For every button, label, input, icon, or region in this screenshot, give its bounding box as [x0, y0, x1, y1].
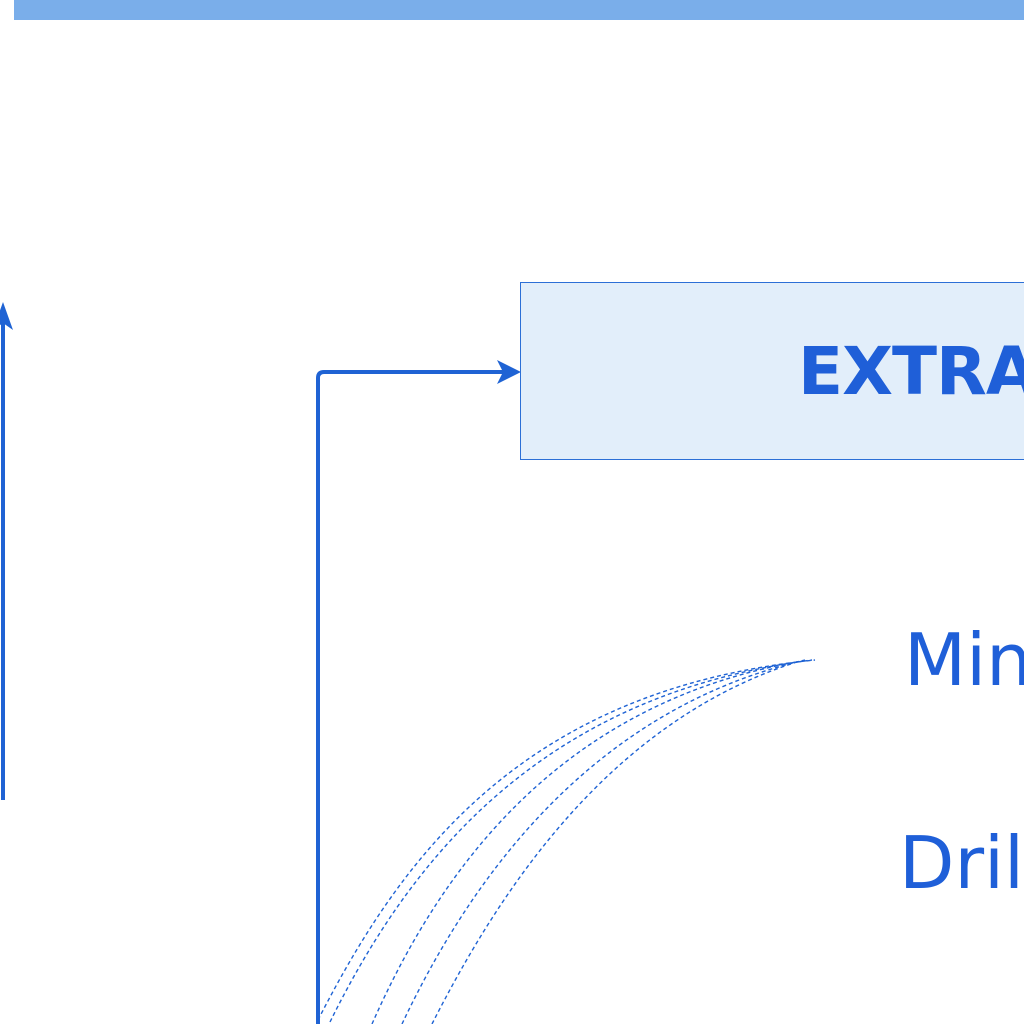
sub-label-min: Min [904, 618, 1024, 702]
sub-label-dril: Dril [899, 821, 1024, 905]
left-arrow-head [0, 302, 13, 330]
dashed-curve-3 [371, 659, 809, 1024]
extract-box-label: EXTRA [798, 333, 1024, 410]
dashed-curve-4 [401, 659, 806, 1024]
elbow-connector-arrowhead [497, 360, 521, 384]
elbow-connector-to-box [316, 370, 512, 1024]
extract-process-box [520, 282, 1024, 460]
dashed-curve-1 [317, 659, 816, 1021]
dashed-curve-2 [329, 659, 813, 1023]
dashed-curve-5 [431, 660, 801, 1024]
top-header-band [14, 0, 1024, 20]
